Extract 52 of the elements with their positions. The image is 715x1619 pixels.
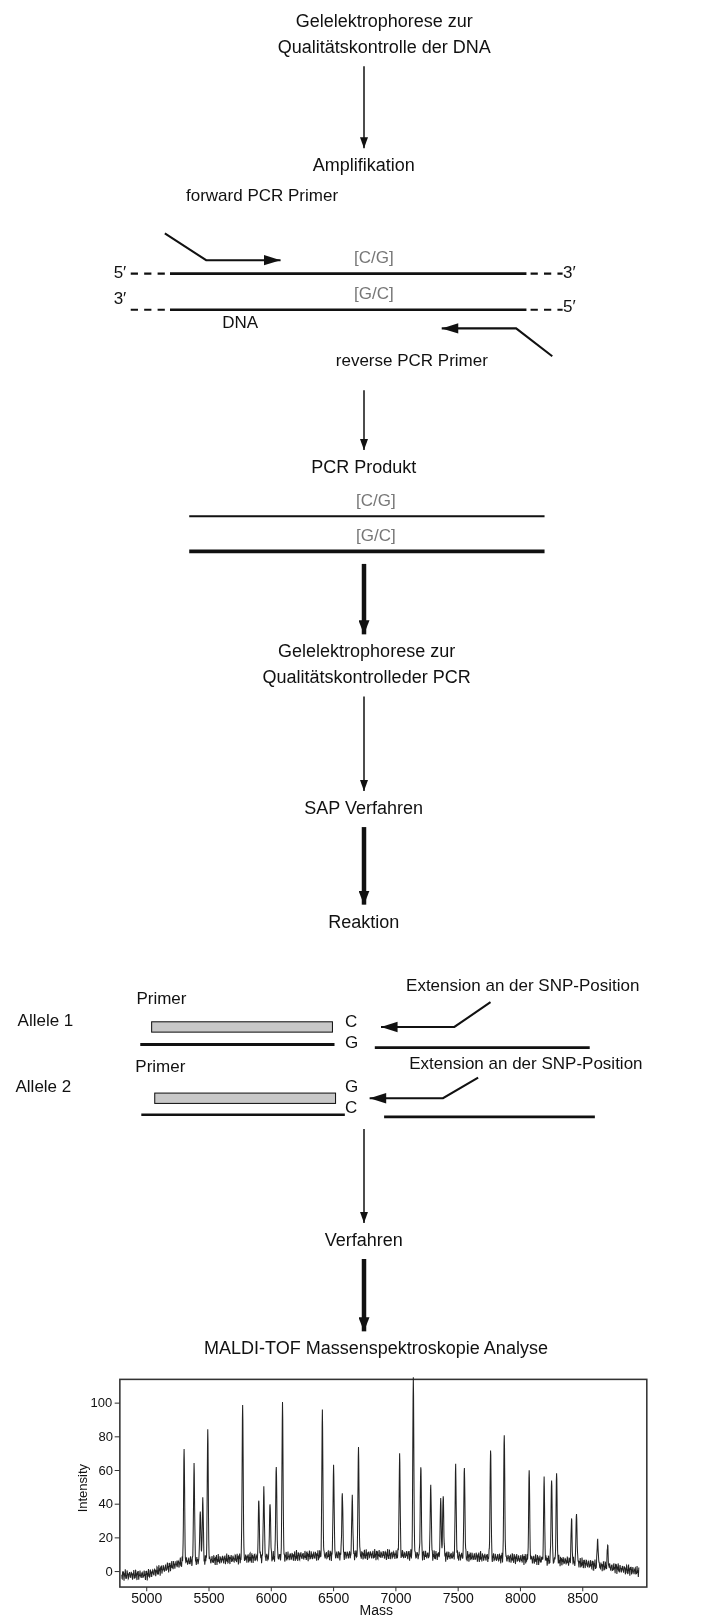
step-label: Reaktion: [328, 908, 400, 935]
diagram-label: Primer: [135, 1057, 186, 1077]
tick-label: 8000: [504, 1590, 537, 1607]
arrow: [358, 563, 370, 635]
step-label: Gelelektrophorese zur Qualitätskontrolleder PCR: [216, 638, 517, 691]
step-label: PCR Produkt: [311, 454, 417, 481]
diagram-label: Extension an der SNP-Position: [409, 1054, 643, 1074]
diagram-label: 3′: [113, 290, 127, 309]
tick-label: 7500: [442, 1590, 474, 1607]
tick-label: 8500: [567, 1590, 599, 1607]
diagram-label: Allele 2: [15, 1078, 72, 1098]
tick-label: 6500: [318, 1590, 350, 1607]
diagram-label: 5′: [563, 298, 576, 318]
diagram-label: reverse PCR Primer: [335, 352, 488, 371]
tick-label: 40: [98, 1497, 114, 1512]
step-label: MALDI-TOF Massenspektroskopie Analyse: [204, 1335, 548, 1362]
diagram-label: G: [345, 1078, 359, 1098]
diagram-label: G: [345, 1034, 359, 1053]
diagram-label: 3′: [563, 264, 576, 283]
axis-title: Mass: [359, 1603, 394, 1619]
step-label: Verfahren: [324, 1226, 403, 1253]
diagram-label: C: [345, 1013, 358, 1033]
arrow: [358, 1258, 370, 1332]
diagram-label: Extension an der SNP-Position: [406, 977, 640, 996]
tick-label: 100: [90, 1396, 113, 1411]
diagram-label: [G/C]: [356, 526, 396, 546]
diagram-label: [G/C]: [354, 284, 394, 304]
diagram-label: Allele 1: [17, 1012, 74, 1032]
tick-label: 6000: [255, 1590, 287, 1607]
tick-label: 5000: [131, 1590, 163, 1607]
step-label: SAP Verfahren: [304, 795, 423, 822]
tick-label: 60: [98, 1463, 114, 1478]
arrow: [360, 65, 368, 150]
axis-title: Intensity: [75, 1463, 90, 1513]
diagram-label: 5′: [113, 264, 127, 283]
diagram-label: C: [345, 1099, 358, 1118]
diagram-label: forward PCR Primer: [185, 186, 339, 206]
arrow: [360, 389, 368, 451]
tick-label: 20: [98, 1530, 114, 1546]
diagram-label: Primer: [136, 989, 187, 1009]
diagram-label: [C/G]: [354, 248, 394, 268]
tick-label: 5500: [193, 1590, 225, 1607]
step-label: Gelelektrophorese zur Qualitätskontrolle der DNA: [234, 8, 534, 61]
diagram-label: [C/G]: [356, 491, 396, 511]
tick-label: 80: [98, 1429, 114, 1445]
tick-label: 7000: [380, 1590, 412, 1606]
arrow: [360, 1128, 368, 1224]
arrow: [360, 695, 368, 792]
step-label: Amplifikation: [312, 152, 415, 179]
arrow: [358, 827, 370, 905]
tick-label: 0: [105, 1564, 113, 1579]
diagram-label: DNA: [222, 313, 259, 333]
